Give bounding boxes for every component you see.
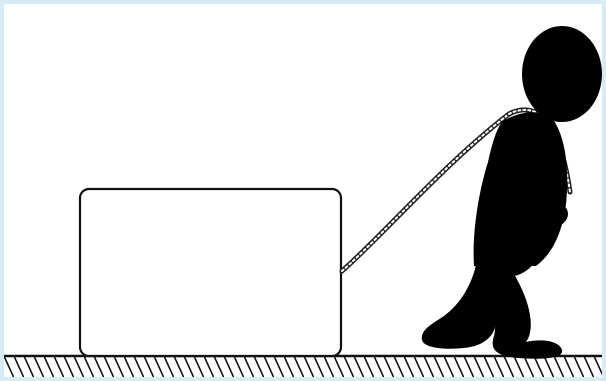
person-arm	[532, 124, 567, 221]
ground	[4, 354, 602, 377]
person-silhouette	[421, 26, 602, 359]
person-head	[522, 26, 602, 122]
ground-hatching	[4, 356, 602, 377]
person-hips	[474, 240, 538, 278]
person-hand	[536, 201, 568, 227]
pulling-box-diagram	[4, 26, 602, 377]
person-leg-front	[482, 256, 563, 359]
box	[78, 187, 343, 358]
